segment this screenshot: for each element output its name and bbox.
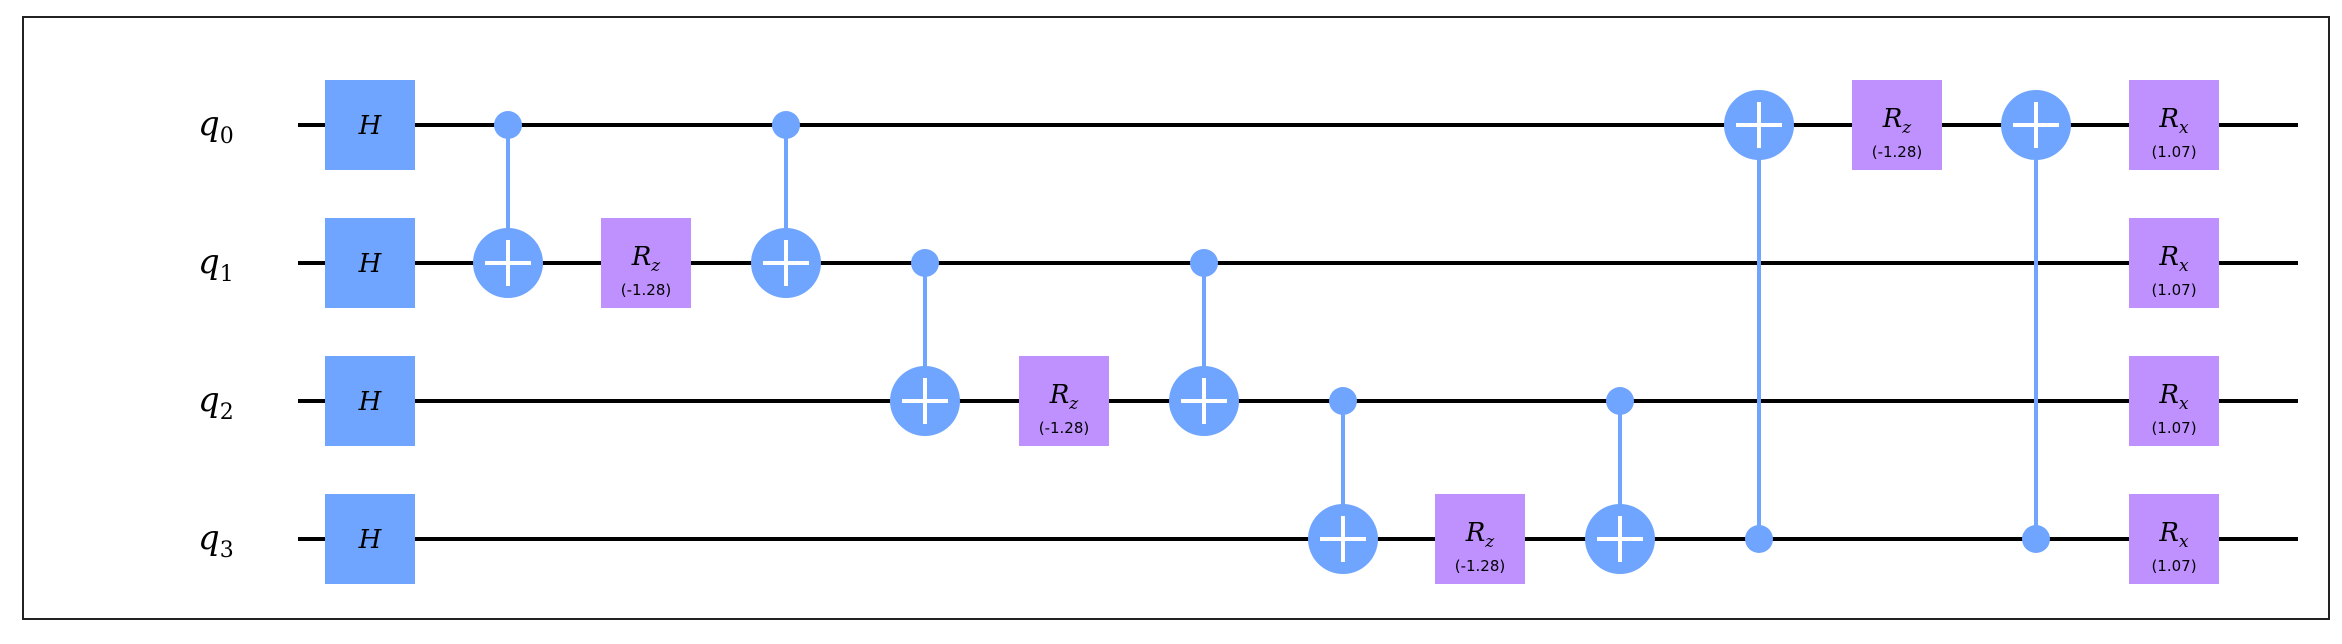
gate-label-sub: z (1484, 532, 1495, 552)
rx-gate-label: Rx (2158, 104, 2189, 138)
gate-label-sub: z (1901, 118, 1912, 138)
qubit-label-base: q (198, 380, 220, 420)
qubit-label-3: q3 (198, 518, 234, 563)
rx-gate-label: Rx (2158, 242, 2189, 276)
qubit-label-index: 1 (220, 262, 234, 287)
gate-layer: H H H H Rz (-1.28) Rz (-1.28) Rz (-1.28) Rz (-1.28)… (325, 80, 2219, 584)
gate-label-base: H (358, 525, 383, 555)
gate-parameter: (1.07) (2151, 557, 2196, 575)
control-dot (494, 111, 522, 139)
qubit-label-base: q (198, 242, 220, 282)
gate-label-base: R (2158, 104, 2179, 134)
rz-gate-label: Rz (631, 242, 662, 276)
cnot-gate (1308, 387, 1378, 574)
gate-parameter: (1.07) (2151, 281, 2196, 299)
gate-label-base: R (2158, 518, 2179, 548)
control-dot (772, 111, 800, 139)
h-gate: H (325, 80, 415, 170)
cnot-gate (751, 111, 821, 298)
gate-parameter: (1.07) (2151, 143, 2196, 161)
gate-label-base: H (358, 249, 383, 279)
gate-label-base: H (358, 111, 383, 141)
h-gate-label: H (358, 387, 383, 417)
control-dot (1329, 387, 1357, 415)
gate-parameter: (-1.28) (1039, 419, 1090, 437)
rx-gate-box (2129, 356, 2219, 446)
qubit-label-0: q0 (198, 104, 234, 149)
qubit-label-index: 2 (220, 400, 234, 425)
qubit-label-base: q (198, 104, 220, 144)
cnot-gate (1585, 387, 1655, 574)
h-gate-label: H (358, 249, 383, 279)
rx-gate-box (2129, 494, 2219, 584)
rx-gate-label: Rx (2158, 518, 2189, 552)
gate-label-base: R (1882, 104, 1903, 134)
cnot-gate (2001, 90, 2071, 553)
gate-parameter: (-1.28) (1455, 557, 1506, 575)
cnot-gate (890, 249, 960, 436)
gate-parameter: (-1.28) (621, 281, 672, 299)
cnot-gate (1724, 90, 1794, 553)
qubit-wires (298, 123, 2298, 541)
rz-gate-label: Rz (1465, 518, 1496, 552)
control-dot (1190, 249, 1218, 277)
rx-gate: Rx (1.07) (2129, 494, 2219, 584)
rz-gate: Rz (-1.28) (1019, 356, 1109, 446)
gate-label-sub: x (2179, 118, 2189, 138)
qubit-label-index: 3 (220, 538, 234, 563)
h-gate-box (325, 218, 415, 308)
rx-gate: Rx (1.07) (2129, 356, 2219, 446)
gate-label-sub: x (2179, 532, 2189, 552)
control-dot (1606, 387, 1634, 415)
h-gate-box (325, 494, 415, 584)
rz-gate-box (1019, 356, 1109, 446)
rz-gate-box (1852, 80, 1942, 170)
rx-gate-box (2129, 218, 2219, 308)
rz-gate-box (601, 218, 691, 308)
rx-gate: Rx (1.07) (2129, 218, 2219, 308)
rz-gate-label: Rz (1882, 104, 1913, 138)
rz-gate: Rz (-1.28) (1435, 494, 1525, 584)
gate-label-sub: x (2179, 256, 2189, 276)
qubit-label-base: q (198, 518, 220, 558)
cnot-gate (473, 111, 543, 298)
h-gate: H (325, 494, 415, 584)
gate-label-base: R (2158, 380, 2179, 410)
qubit-label-1: q1 (198, 242, 234, 287)
h-gate-box (325, 80, 415, 170)
gate-parameter: (-1.28) (1872, 143, 1923, 161)
gate-label-base: R (631, 242, 652, 272)
qubit-label-2: q2 (198, 380, 234, 425)
gate-label-sub: z (650, 256, 661, 276)
h-gate-box (325, 356, 415, 446)
h-gate: H (325, 218, 415, 308)
gate-label-base: H (358, 387, 383, 417)
rx-gate-box (2129, 80, 2219, 170)
control-dot (911, 249, 939, 277)
rz-gate: Rz (-1.28) (1852, 80, 1942, 170)
h-gate: H (325, 356, 415, 446)
rx-gate-label: Rx (2158, 380, 2189, 414)
rz-gate-label: Rz (1049, 380, 1080, 414)
gate-label-sub: z (1068, 394, 1079, 414)
h-gate-label: H (358, 111, 383, 141)
gate-parameter: (1.07) (2151, 419, 2196, 437)
gate-label-base: R (2158, 242, 2179, 272)
rx-gate: Rx (1.07) (2129, 80, 2219, 170)
rz-gate: Rz (-1.28) (601, 218, 691, 308)
rz-gate-box (1435, 494, 1525, 584)
qubit-label-index: 0 (220, 124, 234, 149)
control-dot (2022, 525, 2050, 553)
gate-label-base: R (1049, 380, 1070, 410)
gate-label-base: R (1465, 518, 1486, 548)
cnot-gate (1169, 249, 1239, 436)
gate-label-sub: x (2179, 394, 2189, 414)
control-dot (1745, 525, 1773, 553)
h-gate-label: H (358, 525, 383, 555)
